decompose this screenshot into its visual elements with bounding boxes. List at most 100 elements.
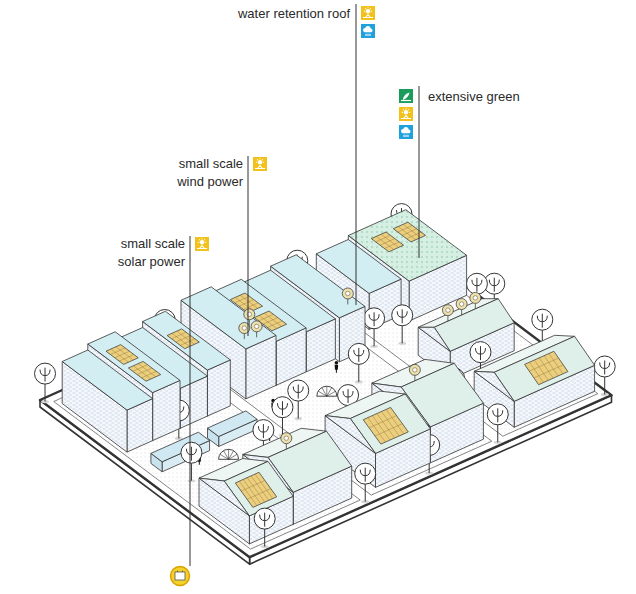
energy-icon-glyph [401,108,411,118]
panel-grid [171,332,186,339]
wind-turbine [470,292,481,309]
building [208,411,258,447]
energy-icon [253,157,267,171]
turbine-rotor [281,433,292,444]
turbine-hub [346,291,350,295]
panel-grid [264,313,282,326]
building [62,350,152,452]
water-retention-roof [62,350,152,410]
panel-grid [268,321,283,328]
wind-turbine [409,364,420,381]
energy-icon-glyph [363,7,373,17]
energy-icon [195,237,209,251]
pitched-roof [350,394,430,453]
panel-grid [177,331,195,344]
wind-turbine [251,321,262,338]
tree-crown [470,342,491,363]
building-gable [418,327,450,351]
panel-grid [385,242,400,249]
turbine-rotor [409,364,420,375]
callout-label: water retention roof [180,5,350,23]
turbine-rotor [244,309,255,320]
solar-panel [363,407,408,444]
panel-grid [534,360,548,380]
panel-grid [137,368,152,375]
callout-label: extensive green [428,88,558,106]
tree-branches [475,346,485,360]
panel-grid [375,424,402,436]
turbine-rotor [470,292,481,303]
panel-grid [142,371,157,378]
panel-grid [402,229,417,236]
tree-branches [186,447,196,461]
tree-crown [288,380,309,401]
panel-grid [529,362,543,382]
tree-branches [360,468,370,482]
tree-branches [537,314,547,328]
tree-branches [343,389,353,403]
tree-branches [493,408,503,422]
callouts [171,4,420,586]
battery-marker [171,567,190,586]
panel-grid [133,366,151,379]
tree-branches [489,278,499,292]
turbine-hub [473,296,477,300]
tree-branches [260,513,270,527]
tree-trunk [282,417,283,435]
turbine-hub [254,324,258,328]
tree [254,508,275,548]
panel-grid [116,347,134,360]
tree [392,305,413,345]
tree-crown [594,356,615,377]
panel-grid [241,480,265,491]
person-body [335,365,339,373]
battery-terminal [178,571,183,573]
tree-trunk [365,484,366,502]
pergola [317,386,337,396]
turbine-rotor [251,321,262,332]
pitched-roof [494,336,594,401]
green-icon [399,89,413,103]
tree-trunk [191,463,192,481]
tree [487,404,508,444]
tree-branches [600,360,610,374]
panel-grid [176,336,191,343]
tree [364,308,385,348]
turbine-rotor [342,288,353,299]
tree-crown [254,508,275,529]
panel-grid [381,234,399,247]
tree-crown [355,463,376,484]
panel-grid [403,224,421,237]
tree-trunk [298,401,299,419]
tree [355,463,376,503]
water-icon [399,125,413,139]
tree-trunk [497,424,498,442]
solar-panel [128,361,160,381]
panel-grid [133,365,148,372]
tree-branches [397,309,407,323]
panel-grid [244,303,259,310]
energy-icon-glyph [255,158,265,168]
energy-icon [399,107,413,121]
tree-branches [354,348,364,362]
wind-turbine [342,288,353,305]
turbine-hub [284,436,288,440]
turbine-hub [459,302,463,306]
tree-trunk [374,328,375,346]
tree [594,356,615,396]
energy-icon [361,6,375,20]
turbine-hub [413,368,417,372]
water-icon [361,24,375,38]
turbine-hub [242,326,246,330]
panel-grid [369,416,396,428]
leader-line [248,156,249,336]
tree-crown [532,309,553,330]
panel-grid [119,355,134,362]
solar-panel [393,222,425,242]
tree-crown [253,420,274,441]
tree-trunk [358,364,359,382]
panel-grid [529,358,558,371]
tree [272,397,293,437]
